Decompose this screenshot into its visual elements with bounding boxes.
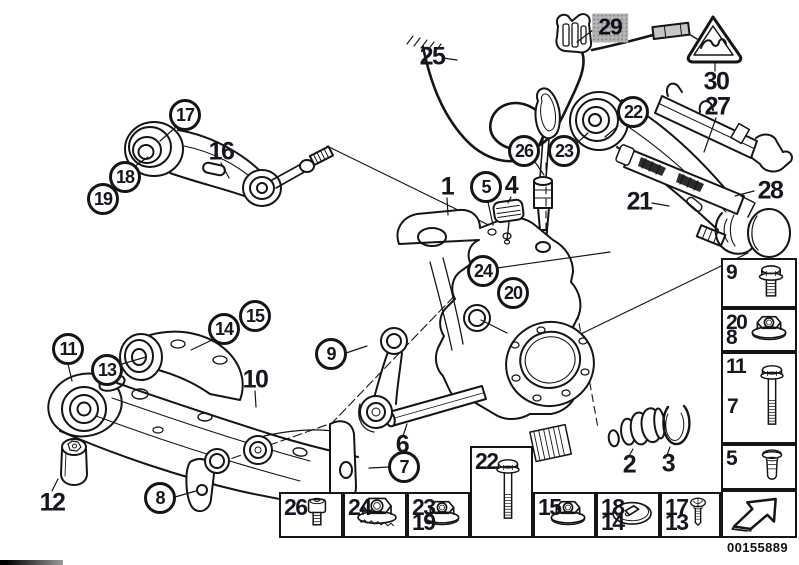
callout-label-25[interactable]: 25 (419, 42, 446, 71)
flange-nut-icon (417, 494, 467, 537)
callout-circle-5[interactable]: 5 (470, 171, 502, 203)
warning-triangle (686, 15, 743, 64)
callout-label-6[interactable]: 6 (395, 430, 410, 459)
callout-circle-9[interactable]: 9 (315, 338, 347, 370)
flange-nut-icon (744, 310, 794, 351)
callout-label-3[interactable]: 3 (661, 449, 676, 478)
callout-circle-19[interactable]: 19 (87, 183, 119, 215)
trailing-arm (47, 330, 359, 513)
callout-highlighted-29[interactable]: 29 (592, 13, 628, 43)
legend-label-14: 14 (601, 509, 625, 535)
rivet-pin-icon (750, 446, 794, 489)
callout-label-30[interactable]: 30 (703, 67, 730, 96)
callout-circle-15[interactable]: 15 (239, 300, 271, 332)
legend-label-9: 9 (726, 261, 738, 284)
callout-circle-13[interactable]: 13 (91, 354, 123, 386)
grommet-cap-icon (607, 494, 657, 537)
small-screw-icon (678, 494, 718, 537)
flange-nut-icon (543, 494, 593, 537)
legend-label-22: 22 (475, 448, 499, 474)
legend-label-20: 20 (726, 311, 748, 334)
legend-box-26[interactable]: 26 (279, 492, 343, 538)
flange-nut-large-icon (350, 494, 404, 537)
legend-label-13: 13 (665, 509, 689, 535)
wheel-carrier (396, 208, 595, 463)
callout-label-2[interactable]: 2 (622, 450, 637, 479)
callout-circle-22[interactable]: 22 (617, 96, 649, 128)
plug (492, 198, 525, 245)
legend-label-11: 11 (726, 355, 747, 378)
callout-circle-8[interactable]: 8 (144, 482, 176, 514)
hex-bolt-long-icon (486, 448, 530, 537)
legend-box-24[interactable]: 24 (343, 492, 407, 538)
hex-bolt-short-icon (748, 260, 794, 307)
legend-label-17: 17 (665, 494, 689, 520)
legend-label-7: 7 (727, 395, 739, 419)
bump-stop (607, 407, 666, 448)
callout-circle-17[interactable]: 17 (169, 99, 201, 131)
direction-arrow-icon (726, 492, 792, 537)
callout-circle-7[interactable]: 7 (388, 451, 420, 483)
legend-box-11-7[interactable]: 11 7 (721, 352, 797, 444)
covering-plates (615, 82, 793, 218)
callout-label-21[interactable]: 21 (626, 187, 653, 216)
callout-circle-24[interactable]: 24 (467, 255, 499, 287)
legend-label-8: 8 (726, 326, 738, 349)
callout-circle-20[interactable]: 20 (497, 277, 529, 309)
legend-box-15[interactable]: 15 (533, 492, 596, 538)
wear-sensor (533, 87, 561, 248)
callout-label-4[interactable]: 4 (504, 171, 519, 200)
legend-box-5[interactable]: 5 (721, 444, 797, 490)
cable-holder (555, 13, 593, 54)
callout-label-12[interactable]: 12 (39, 488, 66, 517)
legend-box-9[interactable]: 9 (721, 258, 797, 308)
socket-screw-icon (294, 494, 340, 537)
callout-circle-11[interactable]: 11 (52, 333, 84, 365)
callout-label-1[interactable]: 1 (440, 172, 455, 201)
legend-label-18: 18 (601, 494, 625, 520)
output-shaft (359, 385, 487, 429)
abs-sensor-cable (406, 21, 698, 163)
legend-box-22[interactable]: 22 (470, 446, 533, 538)
legend-label-26: 26 (284, 494, 308, 520)
callout-circle-23[interactable]: 23 (548, 135, 580, 167)
callout-label-16[interactable]: 16 (208, 137, 235, 166)
callout-label-28[interactable]: 28 (757, 176, 784, 205)
stop-buffer (60, 438, 88, 486)
callout-circle-26[interactable]: 26 (508, 135, 540, 167)
callout-label-27[interactable]: 27 (704, 92, 731, 121)
hex-bolt-long-icon (750, 354, 794, 443)
diagram-part-number: 00155889 (727, 540, 789, 555)
leader-lines (51, 29, 755, 498)
callout-circle-14[interactable]: 14 (208, 313, 240, 345)
scale-bar (0, 560, 63, 565)
legend-box-arrow[interactable] (721, 490, 797, 538)
snap-ring (662, 404, 691, 446)
integral-link (358, 327, 408, 433)
legend-label-5: 5 (726, 447, 738, 470)
callout-label-10[interactable]: 10 (242, 365, 269, 394)
legend-label-19: 19 (412, 509, 436, 535)
